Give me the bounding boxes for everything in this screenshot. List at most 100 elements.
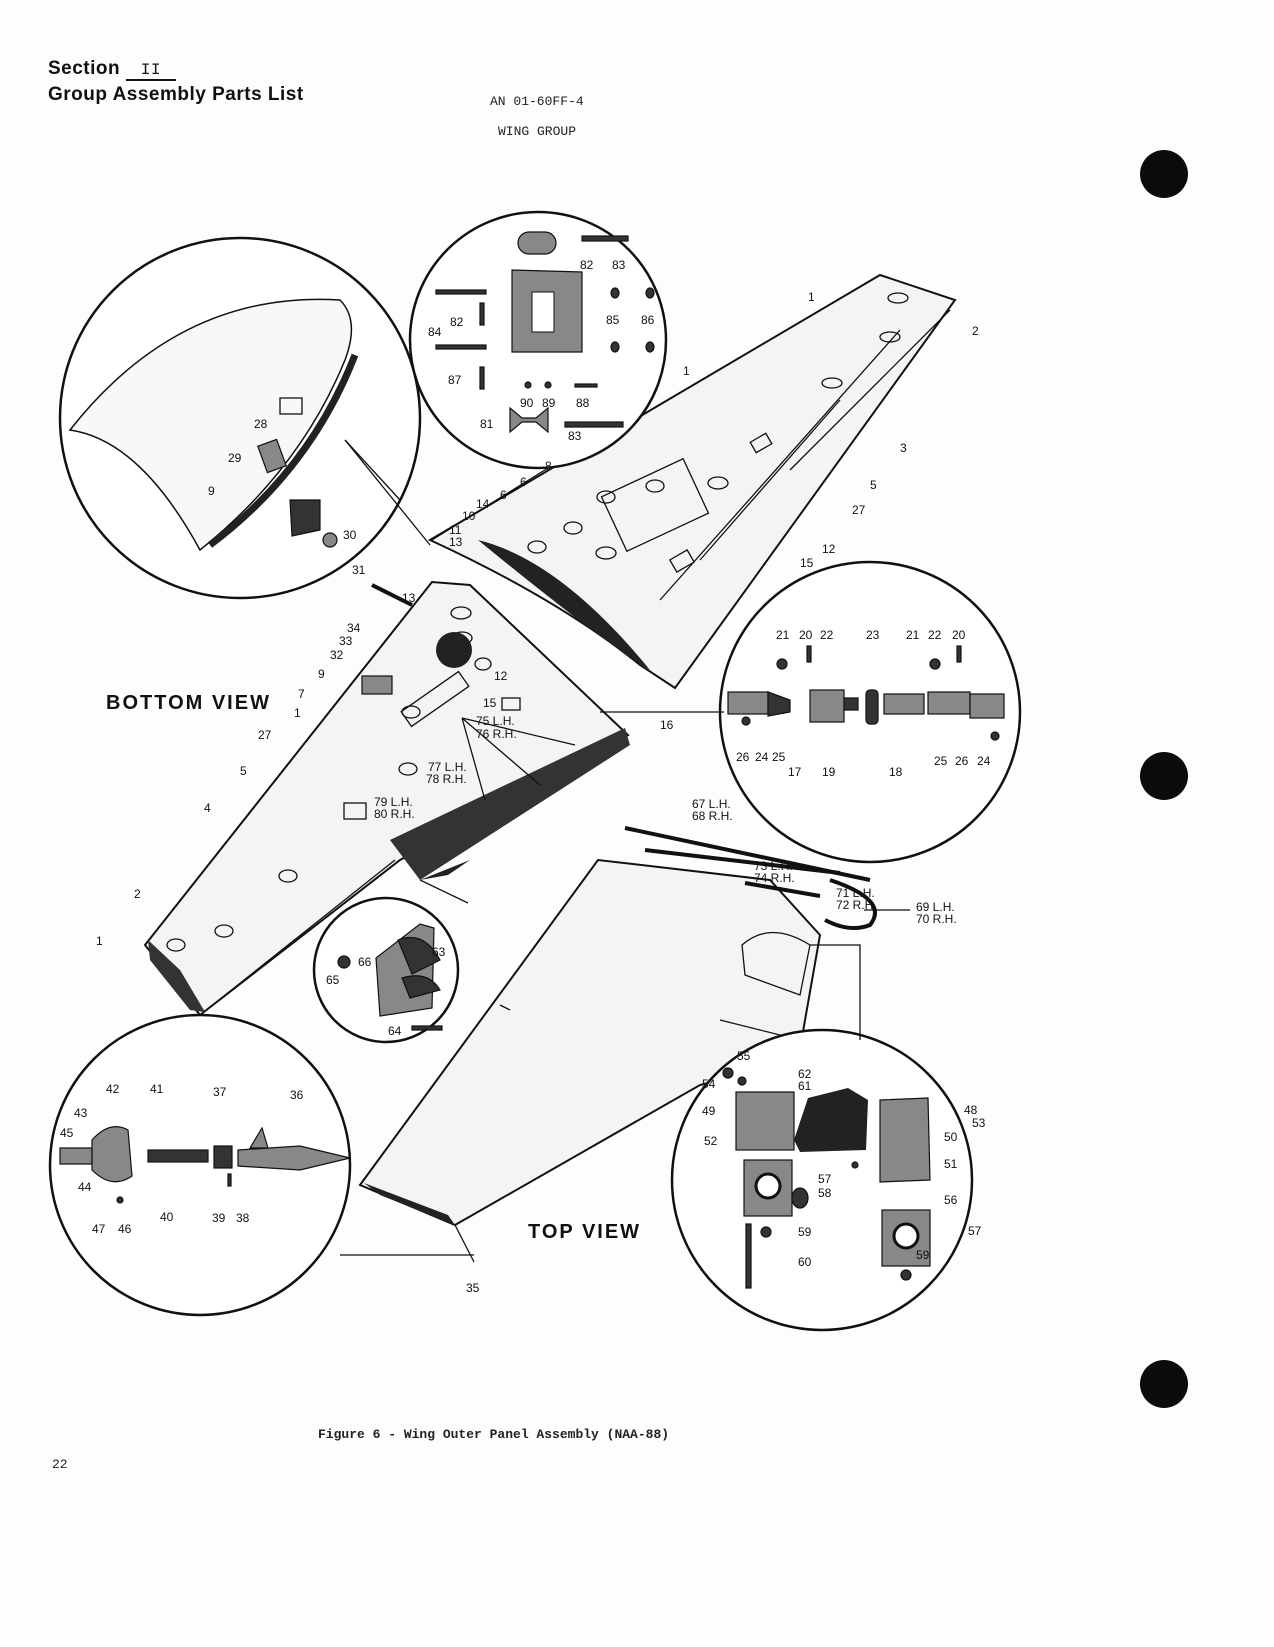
- callout-22-a: 22: [820, 628, 834, 642]
- page-number: 22: [52, 1457, 68, 1472]
- callout-31: 31: [352, 563, 366, 577]
- callout-55: 55: [737, 1049, 751, 1063]
- callout-45: 45: [60, 1126, 74, 1140]
- callout-79: 79 L.H.: [374, 795, 413, 809]
- callout-65: 65: [326, 973, 340, 987]
- callout-36: 36: [290, 1088, 304, 1102]
- callout-46: 46: [118, 1222, 132, 1236]
- callout-21-b: 21: [906, 628, 920, 642]
- callout-20-a: 20: [799, 628, 813, 642]
- callout-58: 58: [818, 1186, 832, 1200]
- callout-78: 78 R.H.: [426, 772, 467, 786]
- callout-43: 43: [74, 1106, 88, 1120]
- callout-30: 30: [343, 528, 357, 542]
- callout-23: 23: [866, 628, 880, 642]
- callout-70: 70 R.H.: [916, 912, 957, 926]
- callout-51: 51: [944, 1157, 958, 1171]
- callout-76: 76 R.H.: [476, 727, 517, 741]
- callout-71: 71 L.H.: [836, 886, 875, 900]
- top-view-label: TOP VIEW: [528, 1221, 641, 1243]
- callout-5-bottom: 5: [240, 764, 247, 778]
- detail-circle-attach-fitting: [670, 1028, 974, 1332]
- callout-82-top: 82: [580, 258, 594, 272]
- detail-circle-hinge-bracket: [312, 896, 460, 1044]
- callout-48: 48: [964, 1103, 978, 1117]
- callout-39: 39: [212, 1211, 226, 1225]
- callout-89: 89: [542, 396, 556, 410]
- callout-21-a: 21: [776, 628, 790, 642]
- callout-33: 33: [339, 634, 353, 648]
- detail-circle-wing-tip: [48, 1013, 352, 1317]
- section-heading: Section II: [48, 58, 176, 81]
- callout-86: 86: [641, 313, 655, 327]
- callout-28: 28: [254, 417, 268, 431]
- bottom-view-label: BOTTOM VIEW: [106, 692, 271, 714]
- detail-circle-hinge-fitting: [408, 210, 668, 470]
- callout-11: 11: [449, 523, 462, 537]
- upper-wing-panel: [427, 273, 957, 690]
- callout-38: 38: [236, 1211, 250, 1225]
- callout-13-upper: 13: [449, 535, 463, 549]
- callout-16: 16: [660, 718, 674, 732]
- callout-22-b: 22: [928, 628, 942, 642]
- callout-9-circle: 9: [208, 484, 215, 498]
- callout-labels: 1 2 3 5 27 12 15 8 6 6 14 10 11 13 1 82 …: [60, 258, 991, 1295]
- callout-47: 47: [92, 1222, 106, 1236]
- callout-24-b: 24: [977, 754, 991, 768]
- callout-24-a: 24: [755, 750, 769, 764]
- callout-1-bottom: 1: [294, 706, 301, 720]
- callout-85: 85: [606, 313, 620, 327]
- callout-81: 81: [480, 417, 494, 431]
- callout-18: 18: [889, 765, 903, 779]
- group-title: Group Assembly Parts List: [48, 84, 304, 105]
- callout-54: 54: [702, 1077, 716, 1091]
- callout-75: 75 L.H.: [476, 714, 515, 728]
- callout-87: 87: [448, 373, 462, 387]
- callout-15-bottom: 15: [483, 696, 497, 710]
- callout-4: 4: [204, 801, 211, 815]
- group-name: WING GROUP: [498, 124, 577, 139]
- callout-1-upper: 1: [808, 290, 815, 304]
- callout-50: 50: [944, 1130, 958, 1144]
- callout-42: 42: [106, 1082, 120, 1096]
- callout-49: 49: [702, 1104, 716, 1118]
- callout-83-bottom: 83: [568, 429, 582, 443]
- callout-63: 63: [432, 945, 446, 959]
- figure-caption: Figure 6 - Wing Outer Panel Assembly (NA…: [318, 1427, 670, 1442]
- callout-80: 80 R.H.: [374, 807, 415, 821]
- callout-84: 84: [428, 325, 442, 339]
- callout-61: 61: [798, 1079, 812, 1093]
- callout-64: 64: [388, 1024, 402, 1038]
- callout-68: 68 R.H.: [692, 809, 733, 823]
- callout-25-b: 25: [934, 754, 948, 768]
- callout-26-b: 26: [955, 754, 969, 768]
- callout-67: 67 L.H.: [692, 797, 731, 811]
- callout-37: 37: [213, 1085, 227, 1099]
- bottom-view-wing: [143, 580, 630, 1017]
- callout-74: 74 R.H.: [754, 871, 795, 885]
- callout-3: 3: [900, 441, 907, 455]
- callout-29: 29: [228, 451, 242, 465]
- callout-77: 77 L.H.: [428, 760, 467, 774]
- callout-57-a: 57: [818, 1172, 832, 1186]
- top-view-wing: [358, 826, 877, 1263]
- callout-57-b: 57: [968, 1224, 982, 1238]
- callout-53: 53: [972, 1116, 986, 1130]
- leader-lines: [340, 439, 910, 1256]
- binder-hole-middle: [1140, 752, 1188, 800]
- callout-72: 72 R.H.: [836, 898, 877, 912]
- callout-32: 32: [330, 648, 344, 662]
- callout-41: 41: [150, 1082, 164, 1096]
- callout-27-upper: 27: [852, 503, 866, 517]
- callout-12-upper: 12: [822, 542, 836, 556]
- callout-73: 73 L.H.: [754, 859, 793, 873]
- callout-14: 14: [476, 497, 490, 511]
- binder-hole-bottom: [1140, 1360, 1188, 1408]
- callout-35: 35: [466, 1281, 480, 1295]
- callout-90: 90: [520, 396, 534, 410]
- binder-hole-top: [1140, 150, 1188, 198]
- callout-6-a: 6: [520, 475, 527, 489]
- document-number: AN 01-60FF-4: [490, 94, 584, 109]
- callout-40: 40: [160, 1210, 174, 1224]
- callout-25-a: 25: [772, 750, 786, 764]
